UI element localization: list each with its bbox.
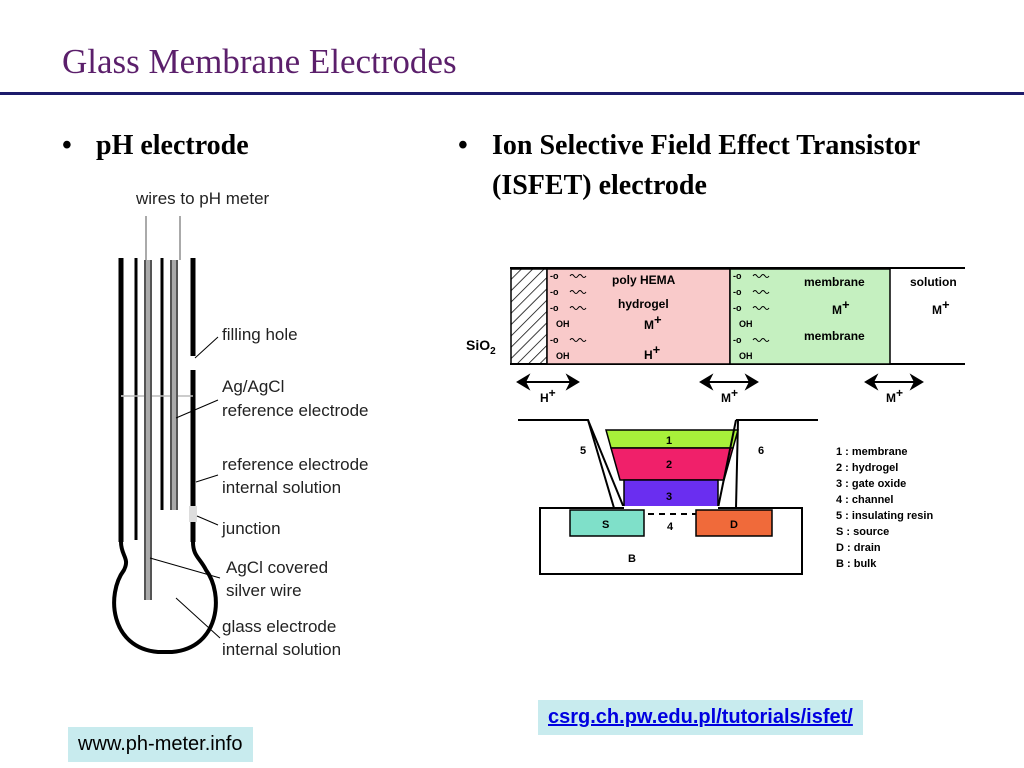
hydrogel-label-2: hydrogel: [618, 297, 669, 311]
ph-electrode-diagram: wires to pH meter filling hole Ag/AgCl r…: [112, 189, 368, 659]
hydrogel-ion-h: H+: [644, 342, 661, 362]
arrow-ion-label: M+: [721, 386, 738, 405]
legend-item: 1 : membrane: [836, 446, 908, 458]
label-wires: wires to pH meter: [135, 189, 270, 208]
legend-item: 3 : gate oxide: [836, 478, 906, 490]
layer-number: 2: [666, 459, 672, 471]
label-agagcl-2: reference electrode: [222, 401, 368, 420]
source-link-isfet[interactable]: csrg.ch.pw.edu.pl/tutorials/isfet/: [538, 700, 863, 735]
solution-label: solution: [910, 275, 957, 289]
group-o: -o: [550, 287, 559, 297]
isfet-diagram: SiO2 -o -o -o OH -o OH -o -o -o OH -o OH…: [466, 267, 965, 575]
hydrogel-region: [546, 268, 731, 365]
group-o: -o: [550, 335, 559, 345]
bulk-label: B: [628, 553, 636, 565]
label-junction: junction: [221, 519, 281, 538]
bullet-ph-electrode: • pH electrode: [62, 126, 402, 166]
bullet-isfet-electrode: • Ion Selective Field Effect Transistor …: [458, 126, 938, 206]
legend-item: S : source: [836, 526, 889, 538]
group-oh: OH: [739, 351, 753, 361]
legend-item: 4 : channel: [836, 494, 893, 506]
source-caption-ph-meter: www.ph-meter.info: [68, 727, 253, 762]
bullet-text: Ion Selective Field Effect Transistor (I…: [492, 130, 920, 201]
label-glass-sol-2: internal solution: [222, 640, 341, 659]
group-o: -o: [550, 271, 559, 281]
bullet-marker: •: [62, 130, 72, 161]
layer-number: 6: [758, 445, 764, 457]
membrane-label-top: membrane: [804, 275, 865, 289]
bullet-marker: •: [458, 130, 468, 161]
group-oh: OH: [556, 319, 570, 329]
hydrogel-label-1: poly HEMA: [612, 273, 676, 287]
source-region: [569, 509, 645, 537]
legend-item: B : bulk: [836, 558, 877, 570]
group-o: -o: [733, 335, 742, 345]
page-title: Glass Membrane Electrodes: [62, 42, 457, 81]
label-agcl-wire-1: AgCl covered: [226, 558, 328, 577]
layer-number: 3: [666, 491, 672, 503]
membrane-ion-m: M+: [832, 297, 850, 317]
label-filling-hole: filling hole: [222, 325, 298, 344]
solution-ion-m: M+: [932, 297, 950, 317]
bullet-text: pH electrode: [96, 130, 249, 161]
hydrogel-ion-m: M+: [644, 312, 662, 332]
label-glass-sol-1: glass electrode: [222, 617, 336, 636]
sio2-label: SiO2: [466, 337, 496, 357]
group-o: -o: [733, 287, 742, 297]
label-ref-sol-2: internal solution: [222, 478, 341, 497]
membrane-region: [729, 268, 891, 365]
membrane-label-bottom: membrane: [804, 329, 865, 343]
group-oh: OH: [556, 351, 570, 361]
sio2-region: [510, 268, 548, 365]
layer-number: 1: [666, 435, 672, 447]
source-label: S: [602, 519, 609, 531]
label-ref-sol-1: reference electrode: [222, 455, 368, 474]
label-agcl-wire-2: silver wire: [226, 581, 302, 600]
legend-item: 2 : hydrogel: [836, 462, 898, 474]
arrow-ion-label: M+: [886, 386, 903, 405]
layer-number: 4: [667, 521, 674, 533]
group-o: -o: [733, 303, 742, 313]
title-divider: [0, 92, 1024, 95]
drain-label: D: [730, 519, 738, 531]
legend-item: D : drain: [836, 542, 881, 554]
layer-3-gate-oxide: [623, 479, 719, 509]
legend-item: 5 : insulating resin: [836, 510, 933, 522]
label-agagcl-1: Ag/AgCl: [222, 377, 284, 396]
arrow-ion-label: H+: [540, 386, 556, 405]
group-oh: OH: [739, 319, 753, 329]
group-o: -o: [733, 271, 742, 281]
group-o: -o: [550, 303, 559, 313]
layer-number: 5: [580, 445, 586, 457]
drain-region: [695, 509, 773, 537]
